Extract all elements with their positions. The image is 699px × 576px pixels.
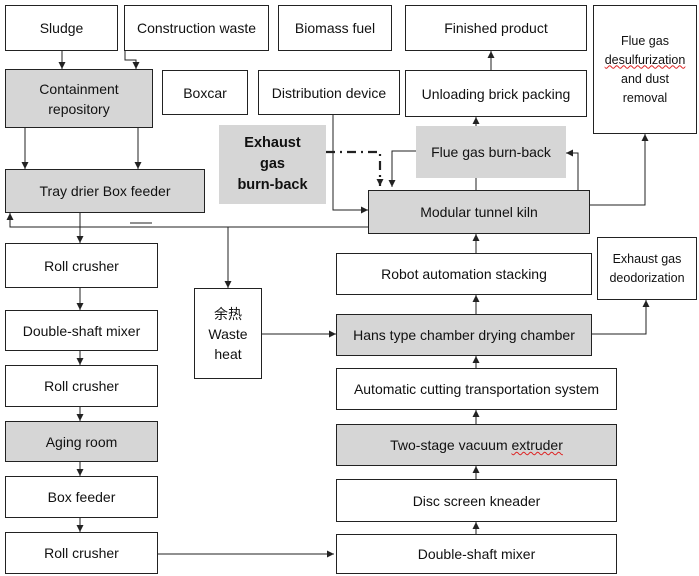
desulfurization-line-2: desulfurization <box>604 52 686 67</box>
two-stage-extruder-label: Two-stage vacuum extruder <box>390 435 563 455</box>
flue-gas-desulfurization-box: Flue gas desulfurization and dust remova… <box>593 5 697 134</box>
double-shaft-mixer-label-1: Double-shaft mixer <box>22 322 141 339</box>
extruder-text-1: Two-stage vacuum <box>390 437 512 453</box>
roll-crusher-box-3: Roll crusher <box>5 532 158 574</box>
arrow-kiln-to-flue-burn-back <box>566 149 579 190</box>
sludge-box: Sludge <box>5 5 118 51</box>
distribution-device-label: Distribution device <box>271 84 387 101</box>
arrow-construction-waste-to-containment <box>124 51 140 69</box>
automatic-cutting-box: Automatic cutting transportation system <box>336 368 617 410</box>
exhaust-burn-back-line-1: Exhaust <box>244 135 301 151</box>
robot-automation-stacking-box: Robot automation stacking <box>336 253 592 295</box>
aging-room-box: Aging room <box>5 421 158 462</box>
automatic-cutting-label: Automatic cutting transportation system <box>353 381 600 397</box>
arrow-exhaust-burn-back-to-kiln <box>326 150 384 186</box>
biomass-fuel-box: Biomass fuel <box>278 5 392 51</box>
roll-crusher-label-2: Roll crusher <box>44 378 119 394</box>
double-shaft-mixer-box-2: Double-shaft mixer <box>336 534 617 574</box>
boxcar-label: Boxcar <box>183 84 227 101</box>
waste-heat-chinese: 余热 <box>214 305 242 322</box>
modular-tunnel-kiln-label: Modular tunnel kiln <box>420 204 538 220</box>
double-shaft-mixer-box-1: Double-shaft mixer <box>5 310 158 351</box>
hans-chamber-box: Hans type chamber drying chamber <box>336 314 592 356</box>
construction-waste-box: Construction waste <box>124 5 269 51</box>
roll-crusher-box-1: Roll crusher <box>5 243 158 288</box>
desulfurization-line-4: removal <box>622 90 668 105</box>
double-shaft-mixer-label-2: Double-shaft mixer <box>417 546 536 562</box>
deodorization-line-2: deodorization <box>609 270 685 285</box>
unloading-brick-packing-label: Unloading brick packing <box>421 85 571 102</box>
exhaust-burn-back-line-3: burn-back <box>237 177 308 193</box>
deodorization-line-1: Exhaust gas <box>612 251 682 266</box>
finished-product-label: Finished product <box>444 20 548 36</box>
box-feeder-box: Box feeder <box>5 476 158 518</box>
desulfurization-line-1: Flue gas <box>621 33 669 48</box>
roll-crusher-box-2: Roll crusher <box>5 365 158 407</box>
arrow-flue-burn-back-to-kiln <box>388 150 416 187</box>
desulfurization-line-3: and dust <box>621 71 669 86</box>
exhaust-gas-burn-back-box: Exhaust gas burn-back <box>219 125 326 204</box>
arrow-drying-chamber-to-deodorization <box>592 300 650 335</box>
flue-gas-burn-back-box: Flue gas burn-back <box>416 126 566 178</box>
biomass-fuel-label: Biomass fuel <box>294 20 376 36</box>
containment-repository-box: Containment repository <box>5 69 153 128</box>
boxcar-box: Boxcar <box>162 70 248 115</box>
containment-line-1: Containment <box>39 80 119 97</box>
exhaust-burn-back-line-2: gas <box>260 156 285 172</box>
waste-heat-box: 余热 Waste heat <box>194 288 262 379</box>
modular-tunnel-kiln-box: Modular tunnel kiln <box>368 190 590 234</box>
two-stage-extruder-box: Two-stage vacuum extruder <box>336 424 617 466</box>
waste-heat-line-3: heat <box>214 345 242 362</box>
tray-drier-box-feeder-box: Tray drier Box feeder <box>5 169 205 213</box>
roll-crusher-label-1: Roll crusher <box>44 257 119 274</box>
waste-heat-line-2: Waste <box>208 325 248 342</box>
aging-room-label: Aging room <box>45 433 118 450</box>
roll-crusher-label-3: Roll crusher <box>44 545 119 561</box>
unloading-brick-packing-box: Unloading brick packing <box>405 70 587 117</box>
extruder-text-2: extruder <box>511 437 563 453</box>
disc-screen-kneader-box: Disc screen kneader <box>336 479 617 522</box>
construction-waste-label: Construction waste <box>136 20 257 36</box>
flue-gas-burn-back-label: Flue gas burn-back <box>431 144 551 160</box>
box-feeder-label: Box feeder <box>47 489 116 505</box>
sludge-label: Sludge <box>39 20 84 36</box>
finished-product-box: Finished product <box>405 5 587 51</box>
containment-line-2: repository <box>48 100 110 117</box>
exhaust-gas-deodorization-box: Exhaust gas deodorization <box>597 237 697 300</box>
distribution-device-box: Distribution device <box>258 70 400 115</box>
robot-stacking-label: Robot automation stacking <box>381 266 547 282</box>
tray-drier-label: Tray drier Box feeder <box>39 183 171 199</box>
arrow-kiln-to-tray-drier-return <box>6 213 228 228</box>
arrow-distribution-to-kiln <box>332 115 368 214</box>
arrow-kiln-to-desulfurization <box>590 134 649 206</box>
disc-screen-kneader-label: Disc screen kneader <box>412 492 541 509</box>
hans-chamber-label: Hans type chamber drying chamber <box>353 327 575 343</box>
